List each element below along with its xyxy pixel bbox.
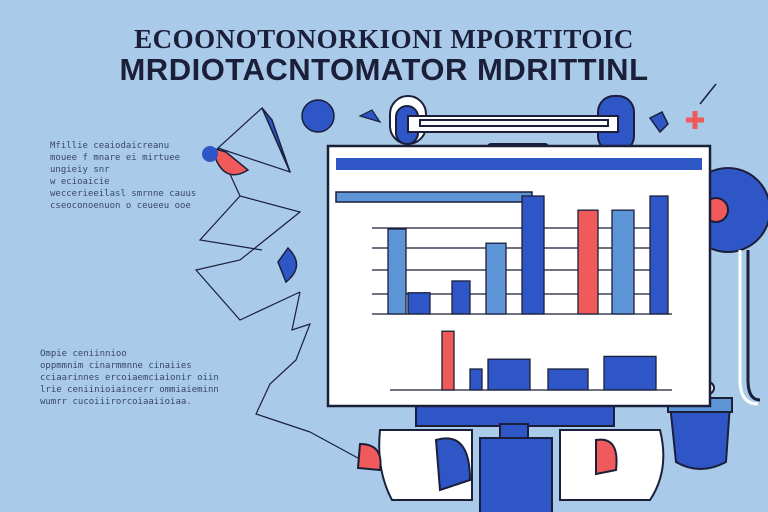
upper-bar-chart bbox=[387, 195, 669, 315]
chart-bar bbox=[521, 195, 545, 315]
chart-bar bbox=[649, 195, 669, 315]
sparkle-icon bbox=[648, 83, 717, 134]
text-block-top: Mfillie ceaiodaicreanu mouee f mnare ei … bbox=[50, 140, 196, 212]
chart-bar bbox=[407, 292, 431, 315]
text-line: Ompie ceniinnioo bbox=[40, 349, 127, 359]
text-block-bottom: Ompie ceniinnioo oppmmnim cinarmmnne cin… bbox=[40, 348, 219, 408]
geometry-fill bbox=[202, 99, 382, 284]
text-line: wumrr cucoiiirorcoiaaiioiaa. bbox=[40, 397, 192, 407]
lower-bar-chart bbox=[441, 330, 657, 391]
chart-bar bbox=[485, 242, 507, 315]
chart-bar bbox=[387, 228, 407, 315]
text-line: mouee f mnare ei mirtuee bbox=[50, 153, 181, 163]
chart-bar bbox=[577, 209, 599, 315]
text-line: oppmmnim cinarmmnne cinaiies bbox=[40, 361, 192, 371]
chart-bar bbox=[469, 368, 483, 391]
chart-bar bbox=[611, 209, 635, 315]
text-line: cseoconoenuon o ceueeu ooe bbox=[50, 201, 191, 211]
chart-bar bbox=[441, 330, 455, 391]
text-line: ungieiy snr bbox=[50, 165, 110, 175]
text-line: cciaarinnes ercoiaemciaionir oiin bbox=[40, 373, 219, 383]
chart-bar bbox=[487, 358, 531, 391]
monitor-base bbox=[356, 403, 665, 512]
chart-bar bbox=[603, 355, 657, 391]
monitor-header-bar bbox=[335, 191, 533, 203]
chart-bar bbox=[547, 368, 589, 391]
text-line: w ecioaicie bbox=[50, 177, 110, 187]
title-line-2: MRDIOTACNTOMATOR MDRITTINL bbox=[119, 52, 649, 87]
text-line: Mfillie ceaiodaicreanu bbox=[50, 141, 170, 151]
title-line-1: ECOONOTONORKIONI MPORTITOIC bbox=[134, 24, 634, 54]
chart-bar bbox=[451, 280, 471, 315]
text-line: lrie ceniinioiaincerr ommiaieminn bbox=[40, 385, 219, 395]
text-line: weccerieeilasl smrnne cauus bbox=[50, 189, 197, 199]
